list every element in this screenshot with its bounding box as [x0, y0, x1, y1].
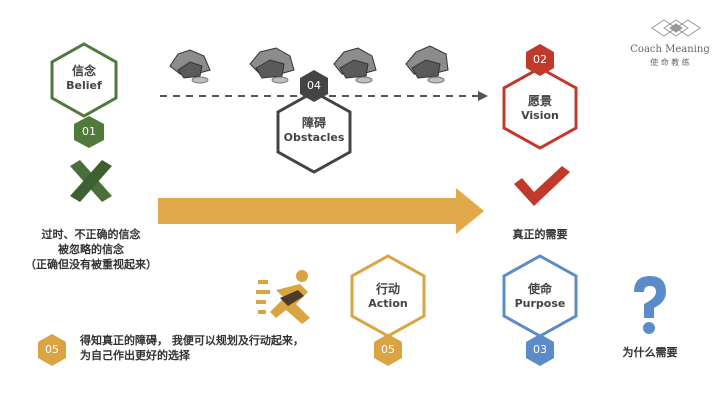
purpose-caption: 为什么需要 — [622, 346, 678, 359]
purpose-zh: 使命 — [527, 282, 552, 296]
action-note-num: 05 — [45, 343, 59, 356]
rock-icon — [333, 47, 377, 84]
action-note-line-2: 为自己作出更好的选择 — [80, 348, 190, 362]
vision-caption: 真正的需要 — [512, 228, 568, 241]
brand-logo-icon — [651, 19, 701, 37]
action-note: 得知真正的障碍， 我便可以规划及行动起来， 为自己作出更好的选择 — [80, 334, 350, 364]
progress-arrow — [158, 188, 484, 234]
obstacles-num: 04 — [307, 79, 321, 92]
purpose-num: 03 — [533, 343, 547, 356]
left-caption-line-2: 被忽略的信念 — [58, 242, 124, 256]
belief-en: Belief — [66, 79, 102, 92]
question-icon — [634, 276, 666, 334]
action-note-badge — [38, 334, 66, 366]
obstacles-en: Obstacles — [283, 131, 345, 144]
brand-name: Coach Meaning — [630, 44, 710, 55]
vision-en: Vision — [521, 109, 559, 122]
action-en: Action — [368, 297, 408, 310]
obstacles-zh: 障碍 — [301, 116, 326, 130]
check-icon — [514, 166, 570, 206]
vision-label: 愿景 Vision — [504, 94, 576, 123]
belief-zh: 信念 — [71, 64, 96, 78]
rock-icon — [169, 49, 211, 84]
obstacles-label: 障碍 Obstacles — [274, 116, 354, 145]
left-caption: 过时、不正确的信念 被忽略的信念 （正确但没有被重视起来） — [16, 228, 166, 273]
belief-label: 信念 Belief — [52, 64, 116, 93]
left-caption-line-1: 过时、不正确的信念 — [41, 228, 141, 241]
purpose-badge — [526, 334, 554, 366]
brand-subtitle: 使 命 教 练 — [650, 58, 690, 67]
belief-num: 01 — [82, 125, 96, 138]
obstacles-hexagon — [276, 90, 352, 174]
vision-badge — [526, 44, 554, 76]
action-num: 05 — [381, 343, 395, 356]
brand-block: Coach Meaning 使 命 教 练 — [624, 44, 716, 68]
action-note-line-1: 得知真正的障碍， 我便可以规划及行动起来， — [80, 334, 304, 347]
belief-badge — [74, 116, 104, 148]
purpose-label: 使命 Purpose — [504, 282, 576, 311]
action-zh: 行动 — [375, 282, 400, 296]
action-badge — [374, 334, 402, 366]
action-label: 行动 Action — [352, 282, 424, 311]
vision-hexagon — [502, 66, 578, 150]
rock-icon — [405, 45, 449, 84]
left-caption-line-3: （正确但没有被重视起来） — [25, 257, 157, 271]
vision-zh: 愿景 — [527, 94, 552, 108]
obstacles-badge — [300, 70, 328, 102]
cross-icon — [70, 160, 112, 202]
purpose-en: Purpose — [514, 297, 566, 310]
rock-icon — [249, 47, 295, 84]
belief-hexagon — [50, 42, 118, 118]
vision-num: 02 — [533, 53, 547, 66]
runner-icon — [256, 270, 310, 324]
